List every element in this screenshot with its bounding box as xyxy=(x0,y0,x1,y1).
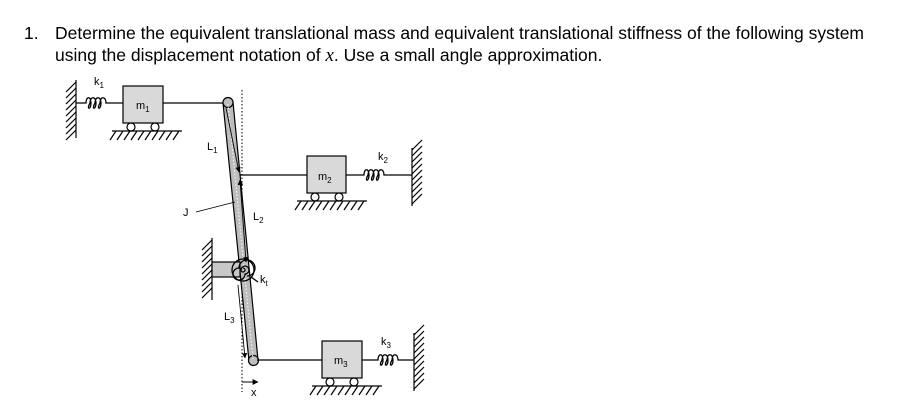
problem-variable: x xyxy=(325,45,334,66)
label-L3: L3 xyxy=(224,311,235,325)
dimension-L3 xyxy=(237,284,248,359)
label-k3: k3 xyxy=(381,336,392,350)
problem-number: 1. xyxy=(24,23,39,43)
label-m3: m3 xyxy=(334,355,348,369)
ground-m1 xyxy=(109,130,182,141)
label-m1: m1 xyxy=(136,100,150,114)
label-m2: m2 xyxy=(318,171,332,185)
rigid-bar xyxy=(222,96,260,367)
right-wall-k2 xyxy=(411,139,423,206)
ground-m3 xyxy=(309,385,382,396)
leader-J xyxy=(195,201,236,213)
label-J: J xyxy=(183,207,189,219)
wheels-m3 xyxy=(325,377,359,387)
spring-k3 xyxy=(362,354,414,366)
problem-text-before: Determine the equivalent translational m… xyxy=(55,23,865,65)
mass-m2 xyxy=(306,155,347,194)
label-L2: L2 xyxy=(253,211,264,225)
label-kt: kt xyxy=(260,274,269,288)
spring-k2 xyxy=(346,169,412,181)
ground-m2 xyxy=(294,200,367,211)
right-wall-k3 xyxy=(413,324,425,391)
pivot-wall xyxy=(201,238,213,300)
wheels-m2 xyxy=(310,192,344,202)
dimension-L2 xyxy=(237,179,249,263)
torsional-spring-kt xyxy=(231,258,259,283)
label-x: x xyxy=(251,387,257,399)
wheels-m1 xyxy=(126,122,160,132)
problem-text: Determine the equivalent translational m… xyxy=(55,22,890,67)
spring-k1 xyxy=(76,97,123,109)
left-wall-top xyxy=(65,80,77,141)
label-k1: k1 xyxy=(94,76,105,90)
mass-m1 xyxy=(122,85,164,124)
problem-text-after: . Use a small angle approximation. xyxy=(333,45,603,65)
label-k2: k2 xyxy=(378,151,389,165)
label-L1: L1 xyxy=(207,141,218,155)
dimension-L1 xyxy=(225,107,241,173)
